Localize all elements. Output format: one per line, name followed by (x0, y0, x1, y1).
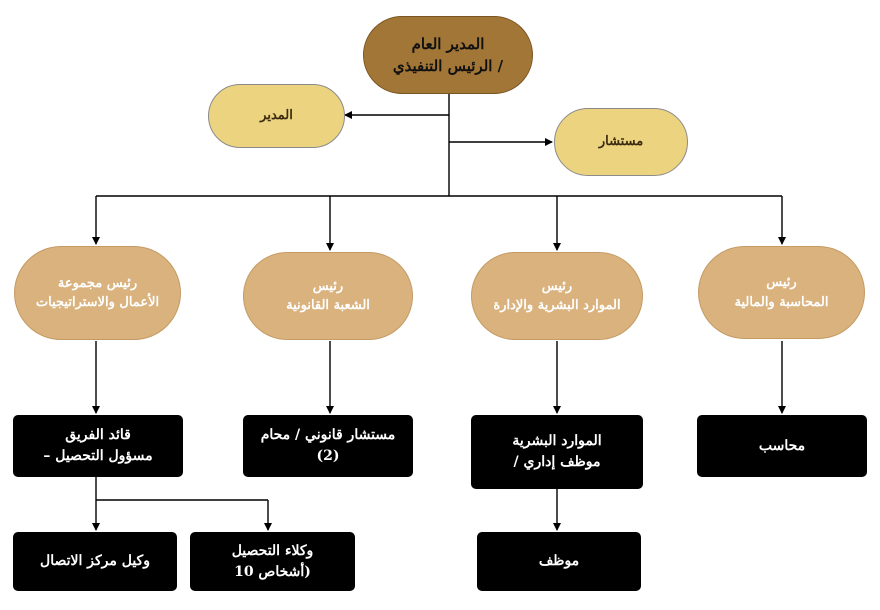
head-business-title: رئيس مجموعة (57, 275, 138, 291)
collection-agents-node: وكلاء التحصيل (أشخاص 10 (190, 532, 355, 591)
hr-admin-subtitle: موظف إداري / (513, 454, 601, 470)
ceo-subtitle: / الرئيس التنفيذي (392, 57, 504, 75)
accountant-node: محاسب (697, 415, 867, 477)
head-accounting-node: رئيس المحاسبة والمالية (698, 246, 865, 339)
call-center-label: وكيل مركز الاتصال (40, 553, 150, 569)
head-business-dept: الأعمال والاستراتيجيات (35, 295, 160, 310)
accountant-label: محاسب (758, 437, 806, 454)
legal-advisor-count: (2) (316, 448, 340, 464)
legal-advisor-node: مستشار قانوني / محام (2) (243, 415, 413, 477)
collection-agents-title: وكلاء التحصيل (231, 542, 314, 559)
head-hr-dept: الموارد البشرية والإدارة (493, 298, 621, 313)
head-business-node: رئيس مجموعة الأعمال والاستراتيجيات (14, 246, 181, 340)
head-legal-dept: الشعبة القانونية (286, 298, 370, 313)
collection-agents-count: (أشخاص 10 (234, 563, 311, 580)
hr-admin-title: الموارد البشرية (512, 433, 602, 449)
hr-admin-node: الموارد البشرية موظف إداري / (471, 415, 643, 489)
consultant-node: مستشار (554, 108, 688, 176)
team-leader-subtitle: مسؤول التحصيل – (43, 448, 153, 464)
call-center-node: وكيل مركز الاتصال (13, 532, 177, 591)
hr-employee-node: موظف (477, 532, 641, 591)
head-hr-title: رئيس (541, 278, 573, 294)
head-hr-node: رئيس الموارد البشرية والإدارة (471, 252, 643, 340)
consultant-label: مستشار (598, 134, 644, 150)
head-legal-title: رئيس (312, 278, 344, 294)
head-legal-node: رئيس الشعبة القانونية (243, 252, 413, 340)
team-leader-title: قائد الفريق (65, 427, 131, 443)
ceo-title: المدير العام (411, 34, 485, 53)
director-node: المدير (208, 84, 345, 148)
director-label: المدير (260, 108, 293, 124)
head-accounting-dept: المحاسبة والمالية (734, 294, 829, 310)
ceo-node: المدير العام / الرئيس التنفيذي (363, 16, 533, 94)
legal-advisor-title: مستشار قانوني / محام (260, 427, 396, 443)
hr-employee-label: موظف (538, 553, 580, 569)
team-leader-node: قائد الفريق مسؤول التحصيل – (13, 415, 183, 477)
head-accounting-title: رئيس (766, 275, 797, 290)
